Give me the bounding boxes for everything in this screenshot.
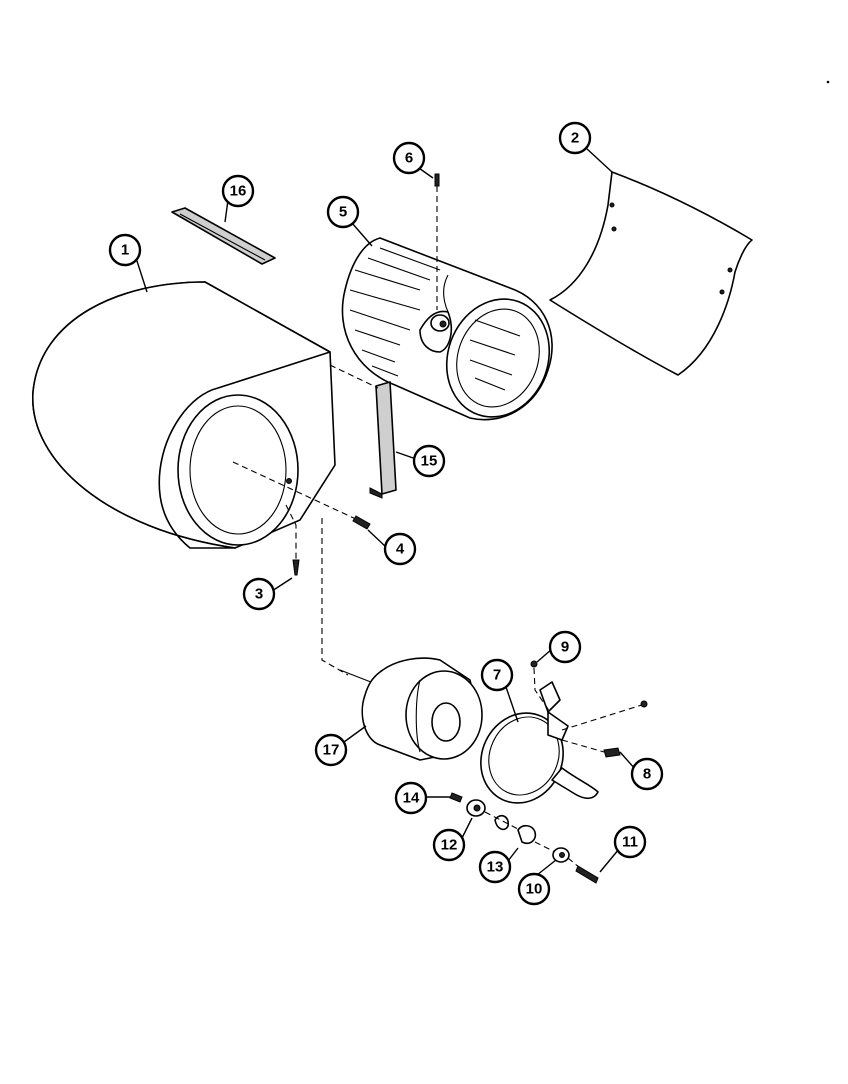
gasket-strip-side	[329, 364, 397, 499]
bushing-13	[484, 811, 537, 845]
mounting-screw-4	[232, 461, 371, 530]
gasket-strip-top	[171, 207, 276, 265]
callout-1: 1	[108, 233, 142, 267]
callout-8: 8	[630, 757, 664, 791]
callout-6: 6	[392, 141, 426, 175]
blower-housing	[32, 281, 336, 549]
callout-4-label: 4	[396, 541, 405, 558]
stray-mark	[826, 80, 830, 84]
callout-8-label: 8	[643, 766, 651, 783]
callout-15: 15	[412, 444, 446, 478]
bolt-8	[561, 700, 648, 758]
callout-6-label: 6	[405, 150, 413, 167]
callout-2: 2	[558, 121, 592, 155]
callout-12-label: 12	[441, 837, 458, 854]
callout-14-label: 14	[403, 790, 420, 807]
callout-13: 13	[478, 850, 512, 884]
callout-5: 5	[326, 195, 360, 229]
set-screw	[434, 173, 440, 310]
stud-14	[449, 792, 463, 803]
callout-2-label: 2	[571, 130, 579, 147]
callout-11: 11	[613, 825, 647, 859]
callout-3: 3	[242, 577, 276, 611]
callout-16: 16	[221, 174, 255, 208]
callout-7-label: 7	[493, 667, 501, 684]
callout-9: 9	[548, 630, 582, 664]
cutoff-plate	[549, 171, 753, 376]
mounting-screw-3	[285, 504, 300, 576]
callout-7: 7	[480, 658, 514, 692]
callout-5-label: 5	[339, 204, 347, 221]
callout-14: 14	[394, 781, 428, 815]
callout-10-label: 10	[526, 881, 543, 898]
blower-wheel	[341, 237, 553, 421]
washer-10	[534, 841, 570, 863]
callout-12: 12	[432, 828, 466, 862]
callout-16-label: 16	[230, 183, 247, 200]
callout-4: 4	[383, 532, 417, 566]
callout-13-label: 13	[487, 859, 504, 876]
grommet-12	[466, 799, 486, 817]
bolt-11	[567, 857, 599, 884]
callout-1-label: 1	[121, 242, 129, 259]
blower-motor	[321, 518, 483, 761]
callout-11-label: 11	[622, 834, 638, 851]
callout-10: 10	[517, 872, 551, 906]
nut-9	[530, 660, 551, 713]
callout-17: 17	[314, 733, 348, 767]
callout-17-label: 17	[323, 742, 340, 759]
callout-3-label: 3	[255, 586, 263, 603]
callout-9-label: 9	[561, 639, 569, 656]
motor-mount-band	[480, 681, 599, 831]
callout-15-label: 15	[421, 453, 438, 470]
